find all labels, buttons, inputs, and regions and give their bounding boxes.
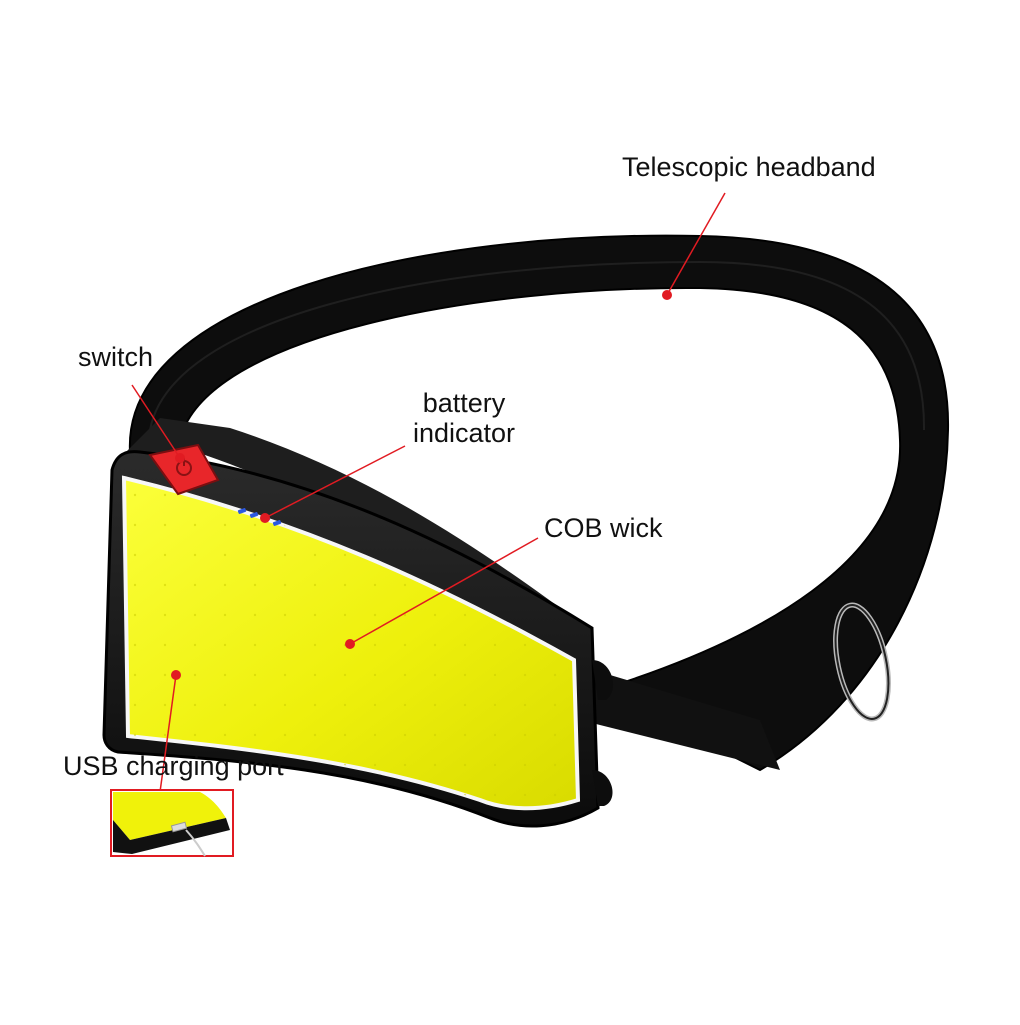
label-battery-indicator: battery indicator [398,388,530,448]
strap-buckle-icon [833,602,891,722]
label-switch: switch [78,342,154,372]
telescopic-headband [128,234,950,772]
label-usb-charging-port: USB charging port [63,751,284,781]
label-telescopic-headband: Telescopic headband [622,152,876,182]
switch-button[interactable] [148,443,220,496]
label-cob-wick: COB wick [544,513,663,543]
usb-cable-icon [170,821,206,857]
callout-lines [131,192,726,793]
usb-inset [110,789,234,857]
label-battery-line1: battery [422,388,506,418]
label-battery-line2: indicator [412,418,516,449]
